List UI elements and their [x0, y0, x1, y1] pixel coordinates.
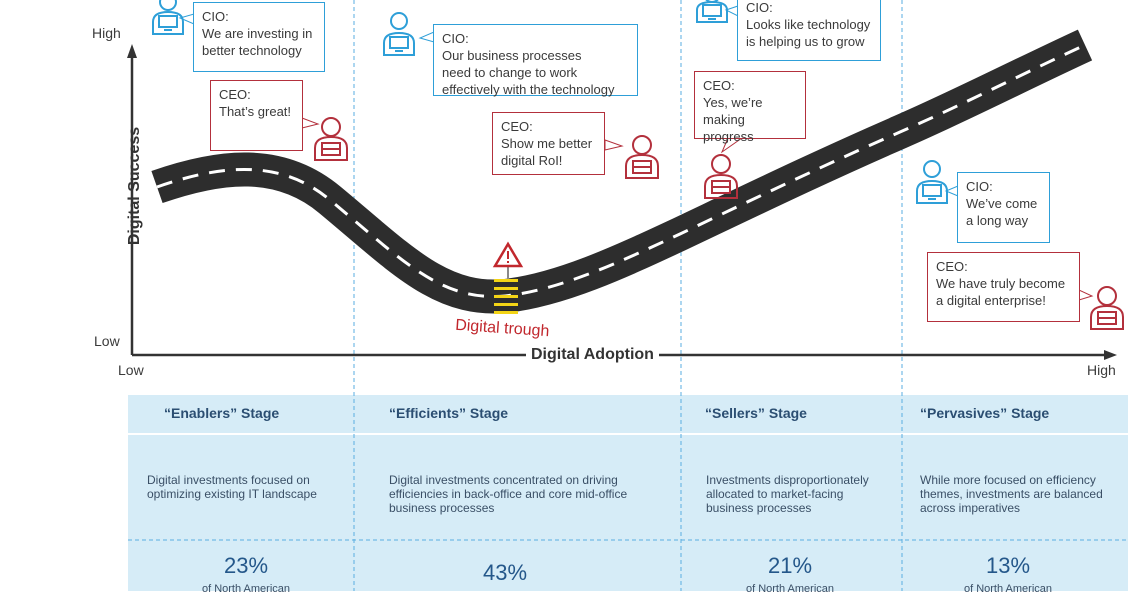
bubble-speaker: CIO:: [202, 9, 229, 24]
bubble-text: We have truly become a digital enterpris…: [936, 276, 1066, 308]
trough-stripes: [494, 279, 518, 314]
stage-title-sellers: “Sellers” Stage: [705, 405, 807, 421]
bubble-speaker: CIO:: [746, 0, 773, 15]
road-center-line: [156, 43, 1086, 299]
bubble-text: We’ve come a long way: [966, 196, 1038, 228]
bubble-text: That’s great!: [219, 104, 292, 119]
bubble-speaker: CEO:: [936, 259, 968, 274]
stage-title-pervasives: “Pervasives” Stage: [920, 405, 1050, 421]
bubble-tail: [1078, 289, 1094, 301]
stage-percent-efficients: 43%: [482, 560, 528, 585]
bubble-speaker: CIO:: [966, 179, 993, 194]
stages-table-bg: [128, 395, 1128, 591]
stage-title-efficients: “Efficients” Stage: [389, 405, 509, 421]
stage-description-enablers: Digital investments focused on optimizin…: [147, 473, 317, 501]
stage-percent-enablers: 23%: [223, 553, 269, 578]
cio-person-icon: [916, 160, 948, 204]
y-high-label: High: [92, 25, 121, 41]
y-axis-arrow: [127, 44, 137, 58]
bubble-text: Yes, we’re making progress: [703, 95, 763, 144]
stage-percent-note-enablers: of North American: [201, 583, 291, 595]
ceo-bubble-enablers: CEO: That’s great!: [210, 80, 303, 151]
stage-percent-sellers: 21%: [767, 553, 813, 578]
y-low-label: Low: [94, 333, 120, 349]
stage-percent-pervasives: 13%: [985, 553, 1031, 578]
bubble-speaker: CEO:: [219, 87, 251, 102]
warning-sign-icon: [492, 241, 524, 279]
x-high-label: High: [1087, 362, 1116, 378]
trough-label: Digital trough: [455, 317, 550, 341]
x-axis-title: Digital Adoption: [526, 346, 659, 364]
cio-person-icon: [152, 0, 184, 35]
bubble-tail: [418, 31, 435, 43]
bubble-text: Our business processes need to change to…: [442, 48, 615, 97]
bubble-speaker: CEO:: [703, 78, 735, 93]
bubble-speaker: CIO:: [442, 31, 469, 46]
ceo-bubble-efficients: CEO: Show me better digital RoI!: [492, 112, 605, 175]
bubble-text: We are investing in better technology: [202, 26, 313, 58]
stage-percent-note-sellers: of North American: [745, 583, 835, 595]
bubble-text: Show me better digital RoI!: [501, 136, 593, 168]
cio-person-icon: [383, 12, 415, 56]
cio-bubble-pervasives: CIO: We’ve come a long way: [957, 172, 1050, 243]
ceo-person-icon: [704, 154, 738, 199]
ceo-person-icon: [314, 117, 348, 161]
cio-person-icon: [696, 0, 728, 23]
bubble-text: Looks like technology is helping us to g…: [746, 17, 871, 49]
stage-percent-note-pervasives: of North American: [963, 583, 1053, 595]
cio-bubble-enablers: CIO: We are investing in better technolo…: [193, 2, 325, 72]
ceo-person-icon: [625, 135, 659, 179]
bubble-tail: [604, 139, 624, 151]
stage-description-pervasives: While more focused on efficiency themes,…: [920, 473, 1103, 515]
x-axis-arrow: [1104, 350, 1117, 360]
y-axis-title: Digital Success: [126, 127, 143, 245]
ceo-bubble-pervasives: CEO: We have truly become a digital ente…: [927, 252, 1080, 322]
stage-description-efficients: Digital investments concentrated on driv…: [389, 473, 628, 515]
x-low-label: Low: [118, 362, 144, 378]
cio-bubble-sellers: CIO: Looks like technology is helping us…: [737, 0, 881, 61]
ceo-bubble-sellers: CEO: Yes, we’re making progress: [694, 71, 806, 144]
bubble-speaker: CEO:: [501, 119, 533, 134]
ceo-person-icon: [1090, 286, 1124, 330]
bubble-tail: [301, 117, 320, 129]
stage-title-enablers: “Enablers” Stage: [164, 405, 280, 421]
cio-bubble-efficients: CIO: Our business processes need to chan…: [433, 24, 638, 97]
stage-description-sellers: Investments disproportionately allocated…: [706, 473, 869, 515]
